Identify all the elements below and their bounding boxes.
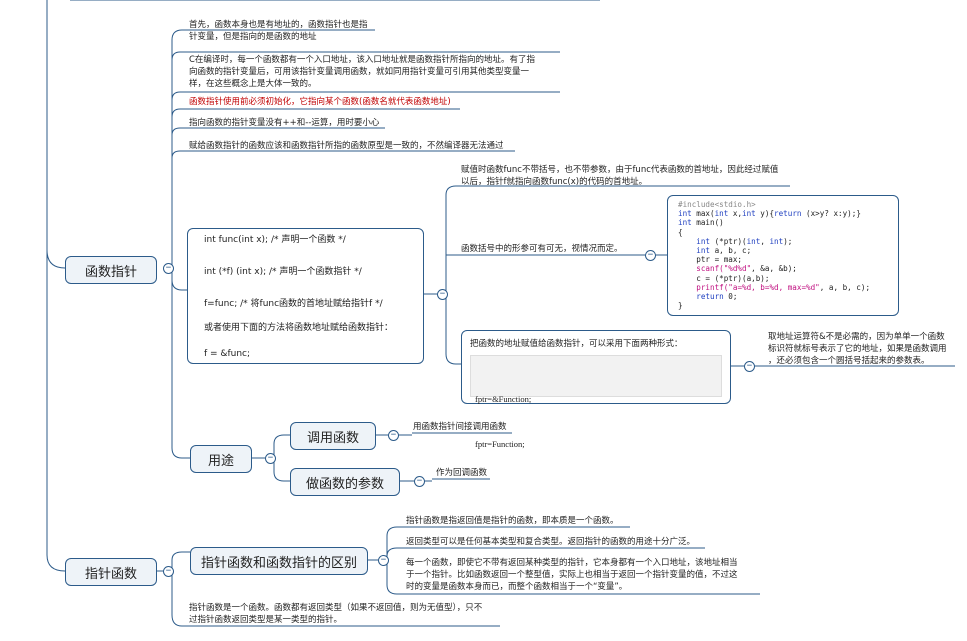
pointer-func-label: 指针函数 [84, 566, 137, 582]
note-no-increment: 指向函数的指针变量没有++和--运算，用时要小心 [189, 118, 380, 128]
difference-node[interactable]: 指针函数和函数指针的区别 [190, 547, 368, 575]
decl-address-of: f = &func; [204, 349, 251, 359]
call-func-node[interactable]: 调用函数 [290, 422, 376, 450]
collapse-icon[interactable]: − [378, 555, 389, 566]
decl-assign: f=func; /* 将func函数的首地址赋给指针f */ [204, 299, 383, 309]
difference-label: 指针函数和函数指针的区别 [200, 555, 357, 571]
assign-form-2: fptr=Function; [475, 439, 525, 449]
func-pointer-node[interactable]: 函数指针 [65, 256, 157, 284]
note-diff-1: 指针函数是指返回值是指针的函数，即本质是一个函数。 [406, 516, 619, 526]
collapse-icon[interactable]: − [645, 250, 656, 261]
note-compile-entry: C在编译时，每一个函数都有一个入口地址，该入口地址就是函数指针所指向的地址。有了… [189, 55, 535, 89]
note-diff-3: 每一个函数，即使它不带有返回某种类型的指针，它本身都有一个入口地址，该地址相当于… [406, 558, 738, 592]
collapse-icon[interactable]: − [388, 430, 399, 441]
collapse-icon[interactable]: − [163, 263, 174, 274]
code-block: #include<stdio.h>int max(int x,int y){re… [678, 200, 871, 311]
collapse-icon[interactable]: − [163, 566, 174, 577]
note-params-optional: 函数括号中的形参可有可无，视情况而定。 [461, 244, 623, 254]
usage-node[interactable]: 用途 [190, 445, 252, 473]
collapse-icon[interactable]: − [744, 361, 755, 372]
declaration-card: int func(int x); /* 声明一个函数 */ int (*f) (… [187, 228, 424, 364]
note-ampersand: 取地址运算符&不是必需的，因为单单一个函数标识符就标号表示了它的地址，如果是函数… [768, 332, 947, 366]
note-init-warning: 函数指针使用前必须初始化，它指向某个函数(函数名就代表函数地址) [189, 97, 451, 107]
decl-alt-text: 或者使用下面的方法将函数地址赋给函数指针： [204, 323, 394, 333]
note-usage-callback: 作为回调函数 [436, 468, 488, 478]
assign-title: 把函数的地址赋值给函数指针，可以采用下面两种形式： [470, 339, 683, 349]
as-param-node[interactable]: 做函数的参数 [290, 468, 400, 496]
usage-label: 用途 [207, 453, 234, 469]
collapse-icon[interactable]: − [265, 453, 276, 464]
note-pointer-function: 指针函数是一个函数。函数都有返回类型（如果不返回值，则为无值型），只不过指针函数… [189, 603, 483, 625]
assign-code-box: fptr=&Function; fptr=Function; [470, 355, 722, 449]
collapse-icon[interactable]: − [437, 289, 448, 300]
note-prototype-match: 赋给函数指针的函数应该和函数指针所指的函数原型是一致的，不然编译器无法通过 [189, 141, 504, 151]
code-example-card: #include<stdio.h>int max(int x,int y){re… [667, 195, 899, 316]
decl-func: int func(int x); /* 声明一个函数 */ [204, 235, 346, 245]
note-usage-call: 用函数指针间接调用函数 [413, 422, 507, 432]
as-param-label: 做函数的参数 [305, 476, 384, 492]
note-diff-2: 返回类型可以是任何基本类型和复合类型。返回指针的函数的用途十分广泛。 [406, 537, 696, 547]
func-pointer-label: 函数指针 [84, 264, 137, 280]
pointer-func-node[interactable]: 指针函数 [65, 558, 157, 586]
assign-forms-card: 把函数的地址赋值给函数指针，可以采用下面两种形式： fptr=&Function… [461, 330, 731, 449]
decl-func-ptr: int (*f) (int x); /* 声明一个函数指针 */ [204, 267, 362, 277]
note-no-parens: 赋值时函数func不带括号，也不带参数，由于func代表函数的首地址，因此经过赋… [461, 165, 779, 187]
collapse-icon[interactable]: − [414, 476, 425, 487]
call-func-label: 调用函数 [306, 430, 359, 446]
assign-form-1: fptr=&Function; [475, 394, 532, 404]
note-func-address: 首先，函数本身也是有地址的，函数指针也是指针变量，但是指向的是函数的地址 [189, 20, 368, 42]
